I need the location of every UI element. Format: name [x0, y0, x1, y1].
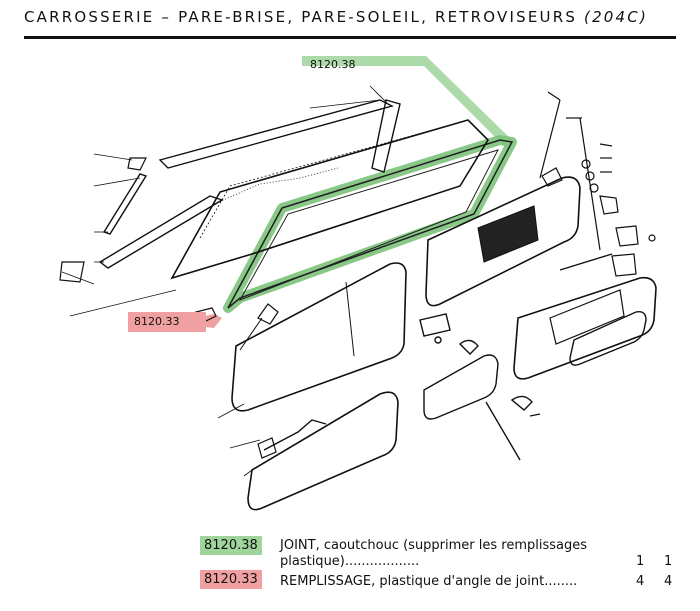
filler-callout-label: 8120.33	[134, 315, 180, 328]
interior-mirror	[419, 313, 541, 461]
sun-visor-right-lower	[513, 253, 657, 380]
windshield-trim-strips	[59, 99, 401, 283]
filler-callout-ref: 8120.33	[134, 315, 180, 328]
part-desc-joint-line1: JOINT, caoutchouc (supprimer les remplis…	[280, 538, 588, 553]
joint-highlight	[223, 56, 517, 313]
part-qty-joint-a: 1	[636, 554, 645, 569]
joint-callout-label: 8120.38	[310, 58, 356, 71]
sun-visor-right-upper	[425, 167, 581, 307]
sun-visor-left-front	[231, 262, 407, 412]
hardware-right	[539, 91, 656, 277]
part-desc-filler: REMPLISSAGE, plastique d'angle de joint.…	[280, 574, 578, 589]
part-desc-joint-line2: plastique)..................	[280, 554, 420, 569]
part-qty-filler-b: 4	[664, 574, 673, 589]
leader-lines-bottom	[217, 403, 261, 477]
header-rule	[24, 36, 676, 39]
leader-lines-left	[61, 85, 389, 317]
model-code: (204C)	[584, 8, 649, 26]
page-header: CARROSSERIE – PARE-BRISE, PARE-SOLEIL, R…	[24, 8, 680, 36]
page-title: CARROSSERIE – PARE-BRISE, PARE-SOLEIL, R…	[24, 8, 578, 26]
part-ref-filler: 8120.33	[200, 570, 262, 589]
filler-callout-box	[128, 312, 206, 332]
part-ref-joint: 8120.38	[200, 536, 262, 555]
part-qty-joint-b: 1	[664, 554, 673, 569]
joint-callout-ref: 8120.38	[310, 58, 356, 71]
part-qty-filler-a: 4	[636, 574, 645, 589]
windshield-glass	[170, 119, 490, 280]
sun-visor-left-back	[247, 391, 399, 511]
